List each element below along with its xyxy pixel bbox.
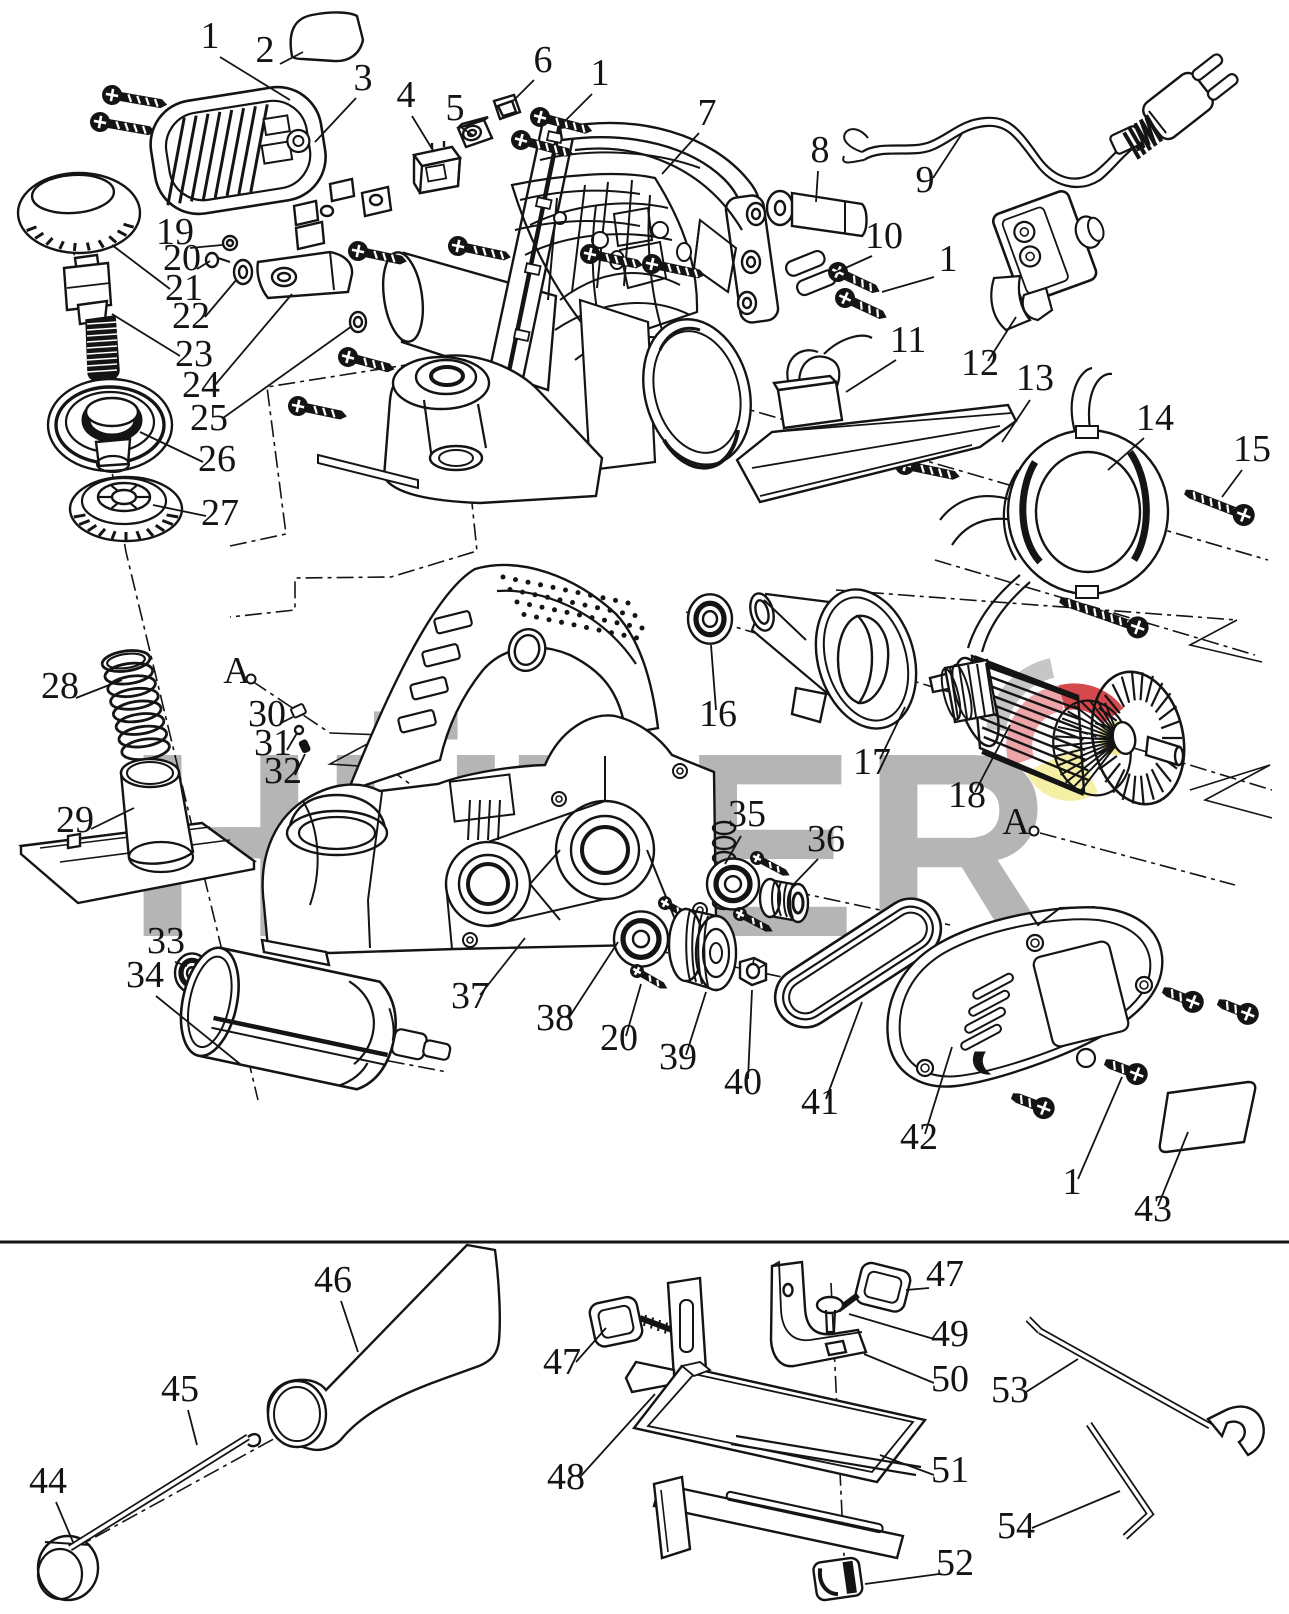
svg-text:2: 2 [256,29,275,71]
svg-text:1: 1 [201,15,220,57]
svg-text:44: 44 [29,1460,67,1502]
svg-text:9: 9 [916,159,935,201]
svg-text:39: 39 [659,1036,697,1078]
svg-text:8: 8 [811,129,830,171]
svg-text:45: 45 [161,1368,199,1410]
svg-text:49: 49 [931,1313,969,1355]
svg-text:1: 1 [1063,1161,1082,1203]
svg-text:10: 10 [865,215,903,257]
svg-text:14: 14 [1136,397,1174,439]
svg-text:54: 54 [997,1505,1035,1547]
svg-text:26: 26 [198,438,236,480]
svg-text:25: 25 [190,397,228,439]
svg-text:47: 47 [543,1341,581,1383]
svg-text:15: 15 [1233,428,1271,470]
svg-text:35: 35 [728,793,766,835]
svg-text:28: 28 [41,665,79,707]
svg-text:1: 1 [591,52,610,94]
svg-text:34: 34 [126,954,164,996]
svg-text:20: 20 [600,1017,638,1059]
svg-text:11: 11 [890,319,927,361]
svg-text:7: 7 [698,92,717,134]
svg-text:37: 37 [451,975,489,1017]
svg-text:3: 3 [354,57,373,99]
svg-text:53: 53 [991,1369,1029,1411]
svg-text:43: 43 [1134,1188,1172,1230]
svg-text:52: 52 [936,1542,974,1584]
svg-text:36: 36 [807,818,845,860]
svg-text:13: 13 [1016,357,1054,399]
svg-text:50: 50 [931,1358,969,1400]
svg-text:40: 40 [724,1061,762,1103]
svg-text:5: 5 [446,87,465,129]
svg-text:48: 48 [547,1456,585,1498]
svg-text:51: 51 [931,1449,969,1491]
svg-text:29: 29 [56,799,94,841]
svg-text:41: 41 [801,1081,839,1123]
svg-text:A: A [1002,801,1030,843]
svg-text:16: 16 [699,693,737,735]
svg-text:42: 42 [900,1116,938,1158]
svg-text:27: 27 [201,492,239,534]
svg-text:A: A [223,650,251,692]
svg-text:22: 22 [172,295,210,337]
svg-text:6: 6 [534,39,553,81]
svg-text:4: 4 [397,74,416,116]
svg-text:12: 12 [961,342,999,384]
svg-text:46: 46 [314,1259,352,1301]
svg-text:1: 1 [939,238,958,280]
svg-text:47: 47 [926,1253,964,1295]
